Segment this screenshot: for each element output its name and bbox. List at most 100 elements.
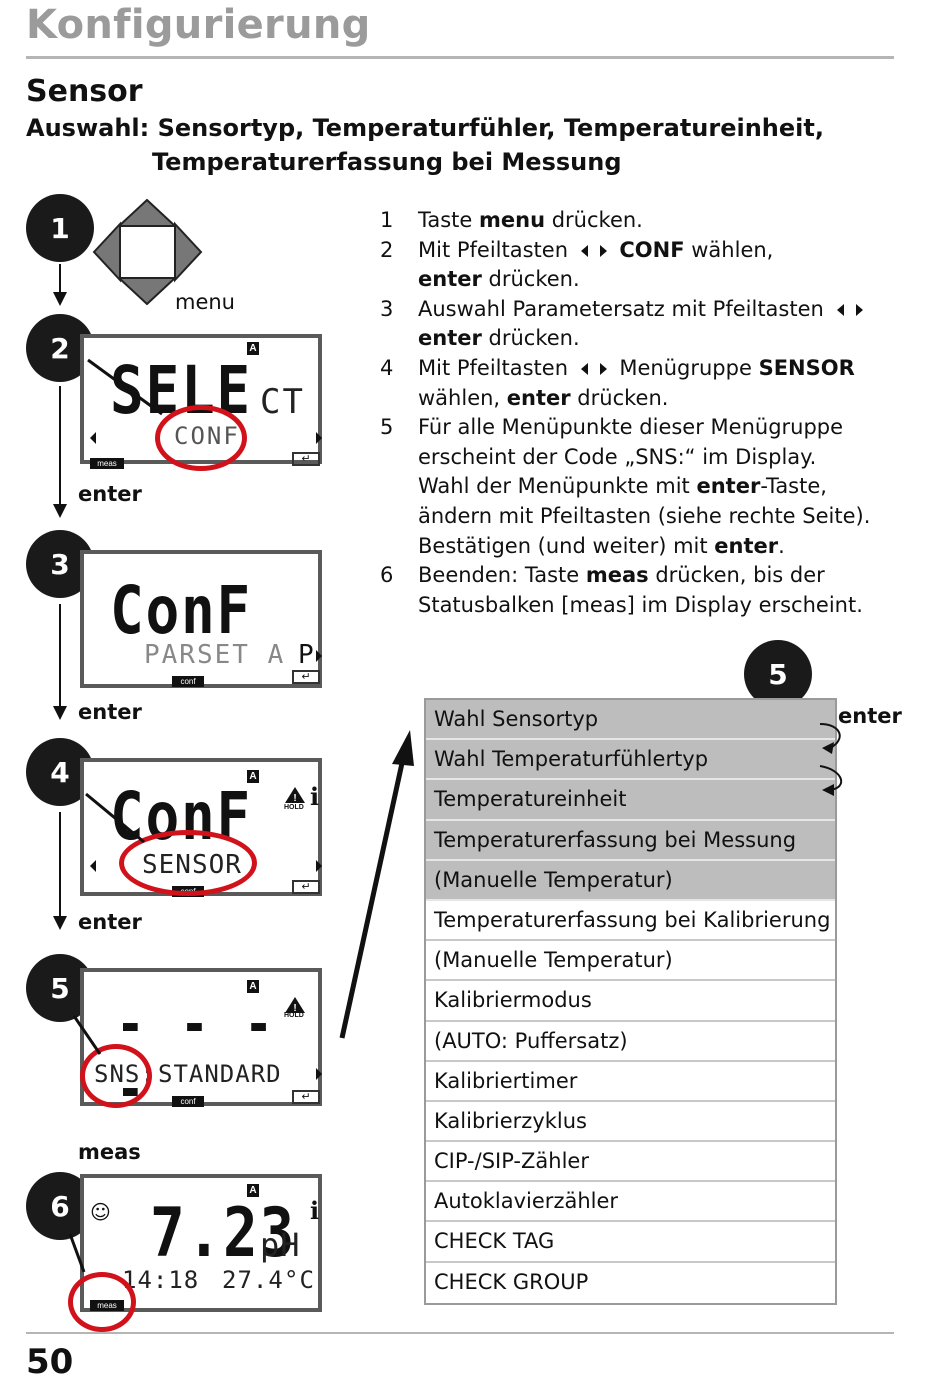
pointer-line (68, 1233, 86, 1273)
enter-cycle-arrows-icon (819, 723, 843, 796)
menu-row[interactable]: Wahl Temperaturfühlertyp (426, 740, 835, 781)
menu-row[interactable]: CHECK GROUP (434, 1269, 589, 1294)
hold-warning-icon: ! (285, 997, 305, 1014)
menu-row[interactable]: Kalibriertimer (426, 1062, 835, 1102)
flow-line (59, 812, 61, 918)
menu-row[interactable]: Temperaturerfassung bei Kalibrierung (426, 901, 835, 942)
instruction-fragment: Statusbalken [meas] im Display erscheint… (418, 592, 863, 617)
display-main-text: ConF (110, 572, 252, 649)
menu-row[interactable]: Autoklavierzähler (426, 1182, 835, 1223)
instruction-fragment: Taste (418, 208, 479, 232)
arrow-keypad-icon[interactable] (90, 196, 205, 308)
instruction-number (380, 472, 418, 502)
highlight-ring (80, 1044, 152, 1108)
instruction-fragment: Mit Pfeiltasten (418, 355, 575, 380)
page-number: 50 (26, 1342, 74, 1382)
menu-row[interactable]: (Manuelle Temperatur) (426, 941, 835, 982)
enter-icon: ↵ (292, 880, 320, 894)
instruction-number: 1 (380, 208, 394, 232)
instruction-keyword: enter (506, 385, 571, 410)
footer-divider (26, 1332, 894, 1334)
menu-row[interactable]: (AUTO: Puffersatz) (426, 1022, 835, 1062)
pointer-line (72, 1015, 102, 1055)
display-time: 14:18 (122, 1266, 200, 1294)
instruction-number (380, 443, 418, 473)
menu-row[interactable]: Temperaturerfassung bei Messung (426, 820, 835, 861)
page-heading: Sensor (26, 74, 143, 109)
instruction-text: Statusbalken [meas] im Display erscheint… (418, 591, 900, 621)
flow-line (59, 386, 61, 506)
display-temperature: 27.4 (222, 1266, 284, 1294)
instruction-row: erscheint der Code „SNS:“ im Display. (380, 443, 900, 473)
instruction-fragment: drücken, bis der (648, 563, 825, 588)
enter-key-label: enter (838, 704, 902, 728)
display-conf-parset: ConF PARSET A P conf ↵ (80, 550, 322, 688)
instruction-keyword: enter (418, 326, 482, 351)
instruction-fragment: wählen, (684, 237, 774, 262)
menu-row[interactable]: CIP-/SIP-Zähler (426, 1142, 835, 1183)
instruction-fragment: Für alle Menüpunkte dieser Menügruppe (418, 415, 844, 440)
right-arrow-icon (316, 1068, 322, 1080)
info-icon: i (310, 782, 320, 811)
menu-row[interactable]: Wahl Sensortyp (426, 700, 835, 741)
instruction-number (380, 384, 418, 414)
instruction-fragment: wählen, (418, 385, 507, 410)
menu-row[interactable]: (Manuelle Temperatur) (426, 860, 835, 901)
right-arrow-icon (316, 650, 322, 662)
instruction-keyword: CONF (619, 237, 685, 262)
instruction-fragment: drücken. (481, 326, 580, 351)
instruction-keyword: meas (585, 563, 649, 588)
instruction-fragment: . (778, 533, 785, 558)
instruction-keyword: SENSOR (758, 355, 855, 380)
hold-label: HOLD (284, 804, 304, 811)
right-arrow-icon (599, 244, 607, 257)
instruction-row: 5 Für alle Menüpunkte dieser Menügruppe (380, 413, 900, 443)
right-arrow-icon (599, 362, 607, 375)
left-arrow-icon (90, 860, 96, 872)
menu-row[interactable]: Kalibriermodus (426, 981, 835, 1022)
instruction-fragment: Beenden: Taste (418, 563, 586, 588)
instruction-number (380, 532, 418, 562)
left-arrow-icon (580, 244, 588, 257)
instruction-number: 5 (380, 415, 394, 440)
instruction-text: enter drücken. (418, 265, 900, 295)
menu-row[interactable]: Kalibrierzyklus (426, 1102, 835, 1143)
menu-row[interactable]: CHECK TAG (426, 1222, 835, 1263)
instruction-fragment: Wahl der Menüpunkte mit (418, 474, 697, 499)
right-arrow-icon (316, 432, 322, 444)
instruction-keyword: enter (696, 474, 761, 499)
instruction-number: 4 (380, 355, 394, 380)
instruction-fragment: Auswahl Parametersatz mit Pfeiltasten (418, 296, 831, 321)
flow-arrow-icon (53, 916, 67, 930)
flow-arrow-icon (53, 706, 67, 720)
highlight-ring (155, 405, 247, 471)
flow-line (59, 264, 61, 294)
menu-row[interactable]: Temperatureinheit (426, 780, 835, 821)
instruction-text: wählen, enter drücken. (418, 384, 900, 414)
instruction-keyword: enter (418, 267, 482, 292)
status-tag: conf (172, 676, 204, 687)
instruction-number (380, 265, 418, 295)
instruction-number: 3 (380, 296, 394, 321)
right-arrow-icon (316, 860, 322, 872)
instruction-row: Statusbalken [meas] im Display erscheint… (380, 591, 900, 621)
instruction-row: Wahl der Menüpunkte mit enter-Taste, (380, 472, 900, 502)
pointer-line (87, 358, 163, 416)
status-tag: conf (172, 1096, 204, 1107)
enter-key-label: enter (78, 700, 142, 724)
instruction-text: Für alle Menüpunkte dieser Menügruppe (418, 413, 900, 443)
right-arrow-icon (855, 303, 863, 316)
badge-a: A (247, 1184, 259, 1197)
instruction-fragment: ändern mit Pfeiltasten (siehe rechte Sei… (418, 503, 871, 528)
instruction-text: ändern mit Pfeiltasten (siehe rechte Sei… (418, 502, 900, 532)
hold-label: HOLD (284, 1012, 304, 1019)
display-main-value: 7.23 (150, 1194, 297, 1273)
hold-warning-icon: ! (285, 787, 305, 804)
display-temperature-unit: °C (284, 1266, 315, 1294)
instruction-row: enter drücken. (380, 324, 900, 354)
flow-line (59, 604, 61, 708)
instruction-row: enter drücken. (380, 265, 900, 295)
step-5-marker: 5 (744, 640, 812, 708)
